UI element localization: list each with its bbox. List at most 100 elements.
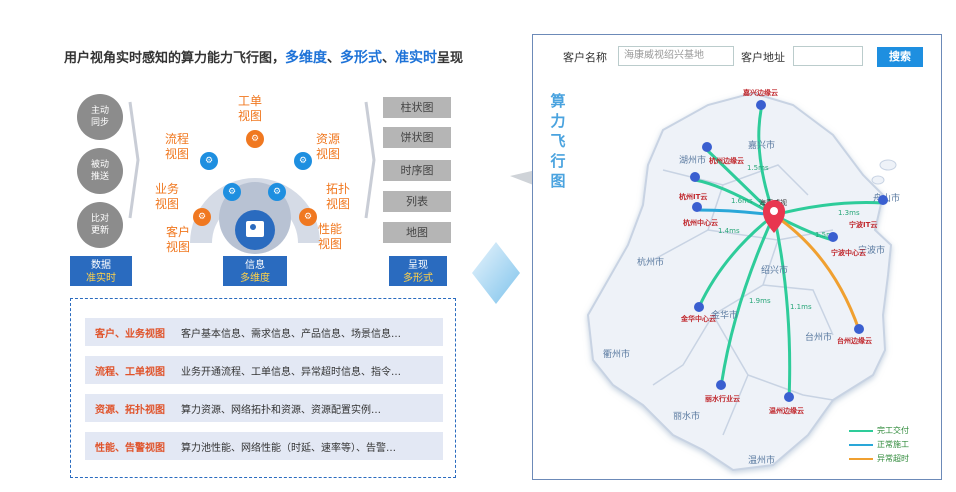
format-timeseries[interactable]: 时序图 <box>383 160 451 181</box>
detail-value: 客户基本信息、需求信息、产品信息、场景信息… <box>181 328 401 340</box>
city-label: 丽水市 <box>673 410 700 422</box>
node-pins <box>690 100 888 402</box>
node-label: 宁波IT云 <box>849 220 877 229</box>
mode-compare-update[interactable]: 比对 更新 <box>77 202 123 248</box>
city-label: 绍兴市 <box>761 264 788 276</box>
latency-label: 1.1ms <box>790 303 812 311</box>
detail-key: 客户、业务视图 <box>95 328 165 340</box>
format-map[interactable]: 地图 <box>383 222 451 243</box>
mode-passive-push[interactable]: 被动 推送 <box>77 148 123 194</box>
format-bar-chart[interactable]: 柱状图 <box>383 97 451 118</box>
customer-address-field[interactable] <box>793 46 863 66</box>
customer-view-label[interactable]: 客户 视图 <box>166 225 191 254</box>
latency-label: 1.6ms <box>731 197 753 205</box>
tag-info-line1: 信息 <box>245 260 265 271</box>
node-label: 杭州边缘云 <box>709 156 744 165</box>
node-label: 丽水行业云 <box>705 394 740 403</box>
detail-key: 流程、工单视图 <box>95 366 165 378</box>
node-label: 嘉兴边缘云 <box>742 88 778 97</box>
map-pin-icon[interactable] <box>828 232 838 242</box>
route-line <box>772 213 861 332</box>
legend-swatch <box>849 443 873 446</box>
resource-view-label[interactable]: 资源 视图 <box>316 132 341 161</box>
detail-key: 资源、拓扑视图 <box>95 404 165 416</box>
map-pin-icon[interactable] <box>692 202 702 212</box>
format-pie-chart[interactable]: 饼状图 <box>383 127 451 148</box>
performance-view-icon[interactable]: ⚙ <box>299 208 317 226</box>
headline-keyword-dimension: 多维度 <box>285 50 328 66</box>
diamond-connector-icon <box>472 242 520 304</box>
process-view-label[interactable]: 流程 视图 <box>165 132 190 161</box>
topology-view-icon[interactable]: ⚙ <box>268 183 286 201</box>
business-view-label[interactable]: 业务 视图 <box>155 182 180 211</box>
route-line <box>697 213 776 309</box>
latency-label: 1.5ms <box>815 231 837 239</box>
process-view-icon[interactable]: ⚙ <box>200 152 218 170</box>
map-pin-icon[interactable] <box>878 195 888 205</box>
node-label: 温州边缘云 <box>769 406 804 415</box>
latency-label: 1.5ms <box>747 164 769 172</box>
legend-swatch <box>849 429 873 432</box>
legend-item: 完工交付 <box>849 425 909 436</box>
tag-present-line2: 多形式 <box>403 273 433 284</box>
map-pin-icon[interactable] <box>756 100 766 110</box>
detail-row: 客户、业务视图 客户基本信息、需求信息、产品信息、场景信息… <box>85 318 443 346</box>
work-order-view-icon[interactable]: ⚙ <box>246 130 264 148</box>
tag-present-multiform: 呈现 多形式 <box>389 256 447 286</box>
format-list[interactable]: 列表 <box>383 191 451 212</box>
tag-info-multidimension: 信息 多维度 <box>223 256 287 286</box>
headline-prefix: 用户视角实时感知的算力能力飞行图， <box>64 51 286 66</box>
tag-info-line2: 多维度 <box>240 273 270 284</box>
tag-data-realtime: 数据 准实时 <box>70 256 132 286</box>
center-location-pin-icon[interactable] <box>763 200 785 233</box>
legend-label: 异常超时 <box>877 454 909 463</box>
latency-label: 1.4ms <box>718 227 740 235</box>
legend-label: 正常施工 <box>877 440 909 449</box>
customer-name-field[interactable]: 海康威视绍兴基地 <box>618 46 734 66</box>
route-line <box>719 213 776 389</box>
map-pin-icon[interactable] <box>716 380 726 390</box>
headline-keyword-realtime: 准实时 <box>395 50 438 66</box>
headline-keyword-form: 多形式 <box>340 50 383 66</box>
page-headline: 用户视角实时感知的算力能力飞行图，多维度、多形式、准实时呈现 <box>64 47 463 67</box>
mode-active-sync[interactable]: 主动 同步 <box>77 94 123 140</box>
city-label: 台州市 <box>805 331 832 343</box>
business-view-icon[interactable]: ⚙ <box>223 183 241 201</box>
search-button[interactable]: 搜索 <box>877 47 923 67</box>
route-line <box>772 213 792 402</box>
map-pin-icon[interactable] <box>694 302 704 312</box>
headline-separator: 、 <box>327 51 341 66</box>
performance-view-label[interactable]: 性能 视图 <box>318 222 343 251</box>
island <box>879 159 897 171</box>
map-pin-icon[interactable] <box>690 172 700 182</box>
node-label: 杭州IT云 <box>679 192 707 201</box>
city-label: 宁波市 <box>858 244 885 256</box>
customer-address-label: 客户地址 <box>741 51 785 64</box>
map-pin-icon[interactable] <box>702 142 712 152</box>
city-label: 嘉兴市 <box>748 139 775 151</box>
route-line <box>772 201 885 217</box>
detail-value: 算力资源、网络拓扑和资源、资源配置实例… <box>181 404 381 416</box>
detail-row: 性能、告警视图 算力池性能、网络性能（时延、速率等）、告警… <box>85 432 443 460</box>
legend-label: 完工交付 <box>877 426 909 435</box>
map-side-title: 算 力 飞 行 图 <box>550 92 566 190</box>
province-outline <box>586 91 893 472</box>
resource-view-icon[interactable]: ⚙ <box>294 152 312 170</box>
detail-box: 客户、业务视图 客户基本信息、需求信息、产品信息、场景信息… 流程、工单视图 业… <box>70 298 456 478</box>
legend-item: 正常施工 <box>849 439 909 450</box>
map-pin-icon[interactable] <box>784 392 794 402</box>
zhejiang-map: 嘉兴市 湖州市 舟山市 宁波市 杭州市 绍兴市 金华市 台州市 衢州市 丽水市 … <box>586 88 900 472</box>
legend-swatch <box>849 457 873 460</box>
customer-view-icon[interactable]: ⚙ <box>193 208 211 226</box>
city-label: 温州市 <box>748 454 775 466</box>
outer-arc <box>190 178 320 243</box>
city-label: 湖州市 <box>679 154 706 166</box>
tag-data-line1: 数据 <box>91 260 111 271</box>
user-card-head <box>250 224 256 230</box>
topology-view-label[interactable]: 拓扑 视图 <box>326 182 351 211</box>
headline-separator: 、 <box>382 51 396 66</box>
latency-label: 1.3ms <box>838 209 860 217</box>
work-order-view-label[interactable]: 工单 视图 <box>238 94 263 123</box>
map-pin-icon[interactable] <box>854 324 864 334</box>
island <box>871 175 885 185</box>
